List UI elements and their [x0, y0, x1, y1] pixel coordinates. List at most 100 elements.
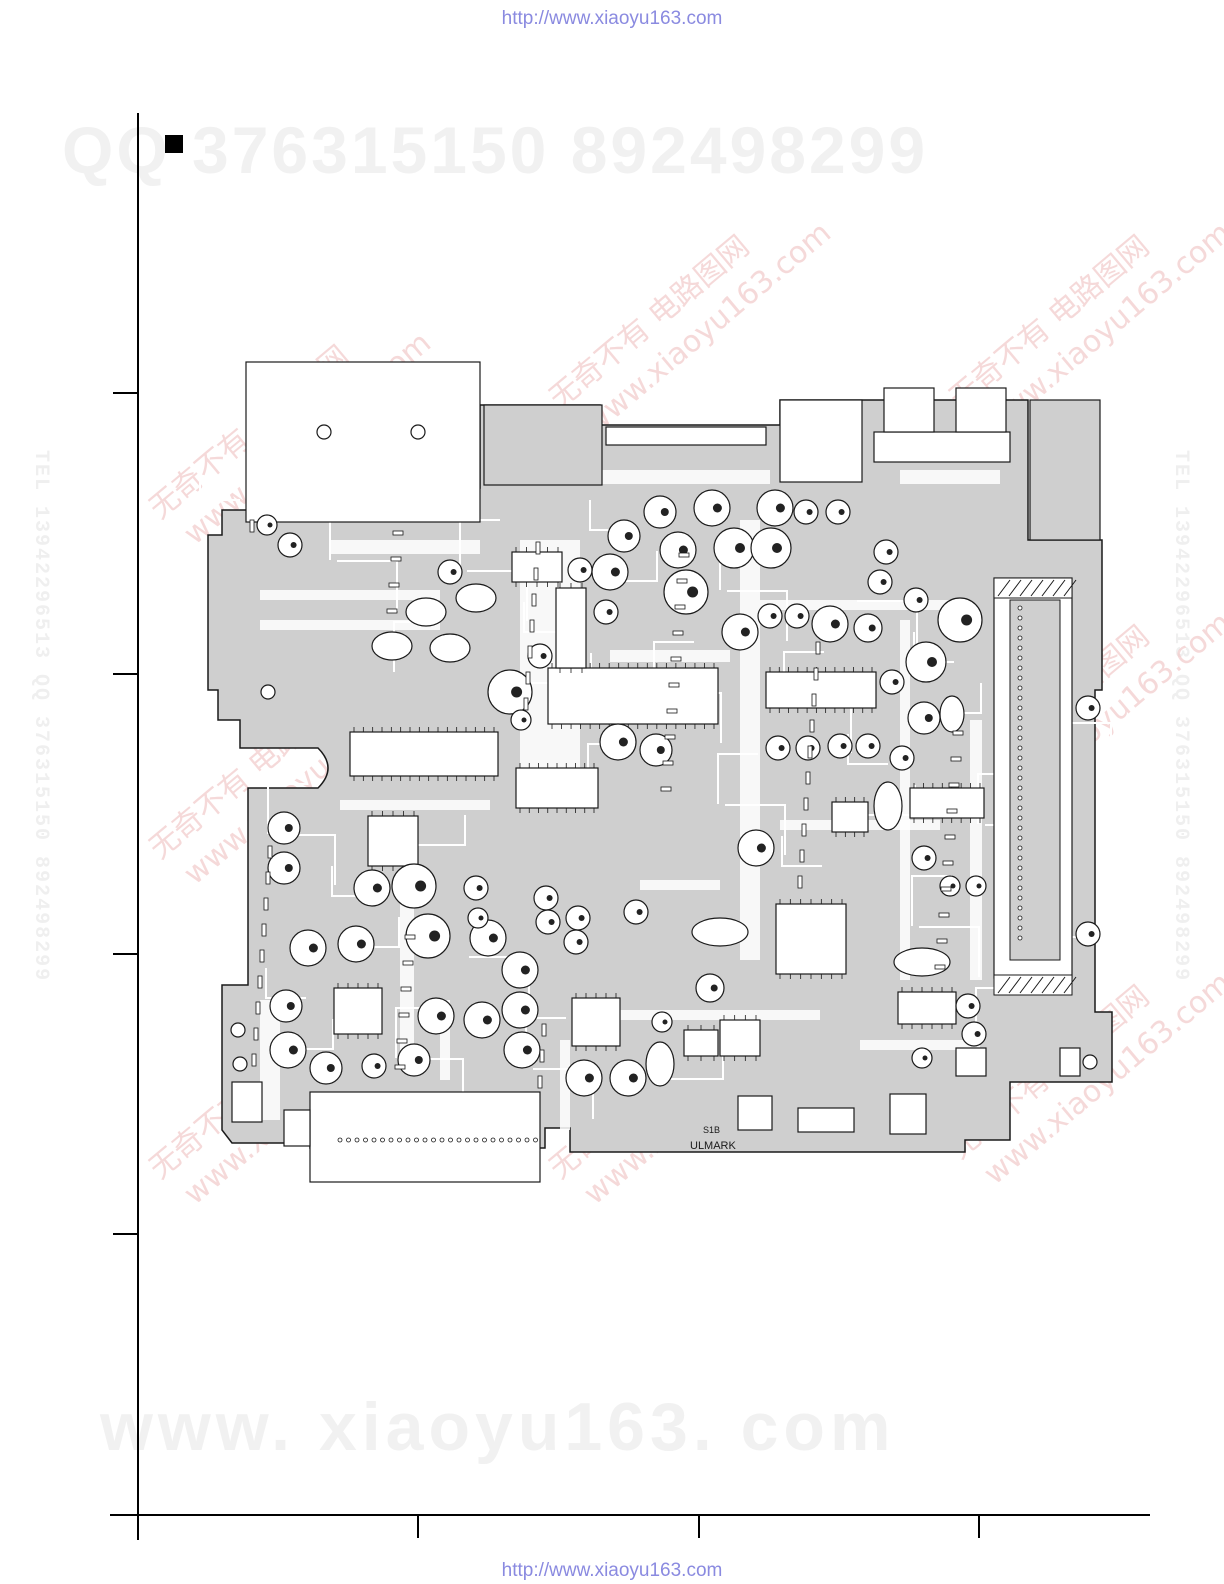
capacitor-pad [288, 1045, 298, 1055]
capacitor [463, 1001, 501, 1039]
resistor [386, 608, 398, 614]
capacitor-pad [606, 609, 613, 615]
capacitor [361, 1053, 387, 1079]
connector-pin [363, 1137, 368, 1143]
capacitor-pad [880, 579, 887, 585]
connector-pin [1017, 845, 1023, 851]
connector-pin [456, 1137, 462, 1143]
trace-gap [640, 880, 720, 890]
connector-pin [1017, 835, 1023, 841]
connector-pin [371, 1137, 377, 1143]
trace-line [717, 753, 758, 804]
connector-pin [1017, 635, 1023, 641]
resistor [811, 693, 817, 707]
capacitor-pad [678, 545, 688, 555]
capacitor [309, 1051, 343, 1085]
connector-pin [1017, 795, 1023, 801]
resistor [533, 567, 539, 581]
capacitor [463, 875, 489, 901]
trace-line [199, 470, 240, 501]
crystal [429, 633, 471, 663]
resistor [664, 734, 676, 740]
capacitor-pad [578, 915, 585, 921]
connector-pin [448, 1137, 453, 1143]
capacitor-pad [892, 679, 899, 685]
connector-pin [1017, 875, 1023, 881]
trace-gap [900, 620, 910, 980]
ic-chip [555, 587, 587, 669]
capacitor [827, 733, 853, 759]
crystal [455, 583, 497, 613]
resistor [942, 860, 954, 866]
capacitor [267, 811, 301, 845]
trace-line [267, 783, 308, 834]
resistor [402, 960, 414, 966]
crystal [645, 1041, 675, 1087]
resistor [255, 1001, 261, 1015]
capacitor-pad [522, 1045, 532, 1055]
capacitor-pad [778, 745, 785, 751]
connector-pin [337, 1137, 343, 1143]
resistor [396, 1038, 408, 1044]
resistor [805, 771, 811, 785]
ic-chip [897, 991, 957, 1025]
connector-outline [1029, 399, 1101, 541]
capacitor-pad [476, 885, 483, 891]
frame-tick-bottom [978, 1514, 980, 1538]
resistor [801, 823, 807, 837]
capacitor-pad [290, 542, 297, 548]
footer-url[interactable]: http://www.xiaoyu163.com [501, 1560, 723, 1581]
hatch-line [1019, 579, 1033, 597]
pcb-components [230, 361, 1101, 1183]
capacitor-pad [610, 567, 620, 577]
resistor [400, 986, 412, 992]
connector-pin [1017, 655, 1023, 661]
resistor [668, 682, 680, 688]
hatch-line [1019, 976, 1033, 994]
frame-tick-bottom [417, 1514, 419, 1538]
capacitor [750, 527, 792, 569]
capacitor-pad [770, 613, 777, 619]
header-url[interactable]: http://www.xiaoyu163.com [501, 8, 723, 29]
capacitor [623, 899, 649, 925]
resistor [259, 949, 265, 963]
hatch-line [1041, 976, 1055, 994]
ic-chip [515, 767, 599, 809]
capacitor-pad [624, 532, 633, 540]
trace-gap [900, 470, 1000, 484]
capacitor-pad [520, 1005, 530, 1015]
capacitor-pad [267, 522, 273, 528]
capacitor [501, 991, 539, 1029]
resistor [390, 556, 402, 562]
resistor [535, 541, 541, 555]
capacitor-pad [974, 1031, 981, 1037]
capacitor-pad [976, 883, 982, 889]
capacitor [501, 951, 539, 989]
resistor [952, 730, 964, 736]
connector-pin [1017, 865, 1023, 871]
capacitor [939, 875, 961, 897]
connector-outline [245, 361, 481, 523]
resistor [950, 756, 962, 762]
hatch-line [1008, 579, 1022, 597]
capacitor-pad [429, 930, 441, 942]
capacitor [937, 597, 983, 643]
capacitor-pad [687, 586, 699, 598]
frame-tick-bottom [137, 1514, 139, 1538]
capacitor-pad [840, 743, 847, 749]
trace-gap [600, 470, 770, 484]
resistor [523, 697, 529, 711]
hatch-line [1063, 579, 1077, 597]
capacitor [693, 489, 731, 527]
capacitor [417, 997, 455, 1035]
trace-gap [560, 1040, 570, 1130]
connector-pin [533, 1137, 538, 1143]
resistor [253, 1027, 259, 1041]
connector-pin [1017, 855, 1023, 861]
mounting-hole [260, 684, 276, 700]
switch-block [955, 1047, 987, 1077]
hatch-line [1052, 579, 1066, 597]
resistor [251, 1053, 257, 1067]
capacitor [391, 863, 437, 909]
connector-outline [955, 387, 1007, 433]
